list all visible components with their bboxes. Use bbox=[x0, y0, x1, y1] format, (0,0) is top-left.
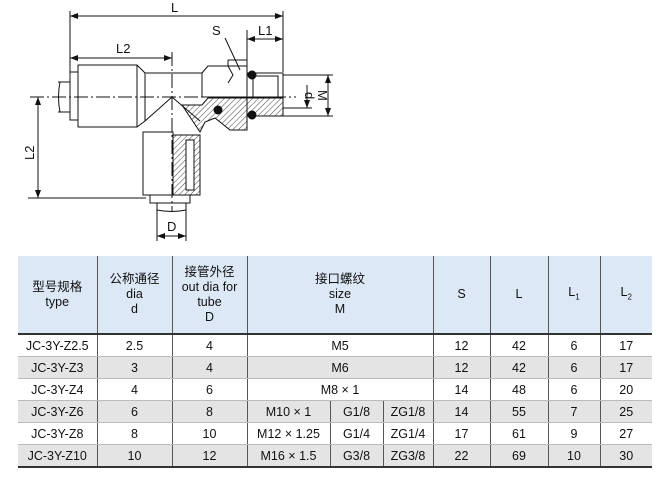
cell-tube: 10 bbox=[171, 422, 247, 445]
label-L1: L1 bbox=[258, 23, 272, 38]
cell-tube: 4 bbox=[171, 356, 247, 379]
cell-L1: 6 bbox=[547, 356, 600, 379]
cell-L1: 6 bbox=[547, 334, 600, 357]
cell-size: M8 × 1 bbox=[246, 378, 433, 401]
cell-type: JC-3Y-Z2.5 bbox=[18, 334, 97, 357]
label-L: L bbox=[171, 0, 178, 15]
cell-type: JC-3Y-Z4 bbox=[18, 378, 97, 401]
cell-size: G3/8 bbox=[329, 444, 383, 468]
cell-L: 42 bbox=[489, 356, 548, 379]
cell-tube: 4 bbox=[171, 334, 247, 357]
cell-L: 61 bbox=[489, 422, 548, 445]
cell-L: 42 bbox=[489, 334, 548, 357]
cell-size: M16 × 1.5 bbox=[246, 444, 330, 468]
header-L2: L2 bbox=[599, 256, 652, 335]
cell-L: 55 bbox=[489, 400, 548, 423]
cell-size: ZG3/8 bbox=[382, 444, 433, 468]
cell-L: 48 bbox=[489, 378, 548, 401]
label-L2-top: L2 bbox=[116, 41, 130, 56]
header-L: L bbox=[489, 256, 548, 335]
cell-tube: 12 bbox=[171, 444, 247, 468]
cell-dia: 3 bbox=[96, 356, 172, 379]
header-L1: L1 bbox=[547, 256, 600, 335]
cell-dia: 8 bbox=[96, 422, 172, 445]
cell-L2: 25 bbox=[599, 400, 652, 423]
cell-S: 12 bbox=[432, 334, 490, 357]
label-d: d bbox=[302, 92, 317, 99]
label-D: D bbox=[167, 219, 176, 234]
cell-L2: 20 bbox=[599, 378, 652, 401]
cell-type: JC-3Y-Z3 bbox=[18, 356, 97, 379]
cell-type: JC-3Y-Z8 bbox=[18, 422, 97, 445]
cell-size: M12 × 1.25 bbox=[246, 422, 330, 445]
cell-size: M5 bbox=[246, 334, 433, 357]
cell-L2: 27 bbox=[599, 422, 652, 445]
cell-S: 22 bbox=[432, 444, 490, 468]
cell-L2: 17 bbox=[599, 356, 652, 379]
cell-tube: 8 bbox=[171, 400, 247, 423]
cell-L1: 10 bbox=[547, 444, 600, 468]
cell-S: 14 bbox=[432, 400, 490, 423]
cell-L1: 7 bbox=[547, 400, 600, 423]
cell-dia: 6 bbox=[96, 400, 172, 423]
cell-S: 12 bbox=[432, 356, 490, 379]
cell-dia: 10 bbox=[96, 444, 172, 468]
cell-S: 14 bbox=[432, 378, 490, 401]
fitting-technical-drawing: L L2 S L1 d M L2 D bbox=[22, 0, 333, 241]
cell-size: M6 bbox=[246, 356, 433, 379]
header-S: S bbox=[432, 256, 490, 335]
cell-dia: 2.5 bbox=[96, 334, 172, 357]
cell-L1: 6 bbox=[547, 378, 600, 401]
cell-size: M10 × 1 bbox=[246, 400, 330, 423]
cell-size: G1/4 bbox=[329, 422, 383, 445]
cell-L2: 30 bbox=[599, 444, 652, 468]
cell-size: ZG1/8 bbox=[382, 400, 433, 423]
label-S: S bbox=[212, 23, 221, 38]
cell-tube: 6 bbox=[171, 378, 247, 401]
cell-size: ZG1/4 bbox=[382, 422, 433, 445]
cell-type: JC-3Y-Z10 bbox=[18, 444, 97, 468]
cell-L: 69 bbox=[489, 444, 548, 468]
cell-dia: 4 bbox=[96, 378, 172, 401]
label-L2-side: L2 bbox=[22, 146, 37, 160]
label-M: M bbox=[315, 90, 330, 101]
cell-S: 17 bbox=[432, 422, 490, 445]
cell-size: G1/8 bbox=[329, 400, 383, 423]
cell-type: JC-3Y-Z6 bbox=[18, 400, 97, 423]
cell-L2: 17 bbox=[599, 334, 652, 357]
cell-L1: 9 bbox=[547, 422, 600, 445]
